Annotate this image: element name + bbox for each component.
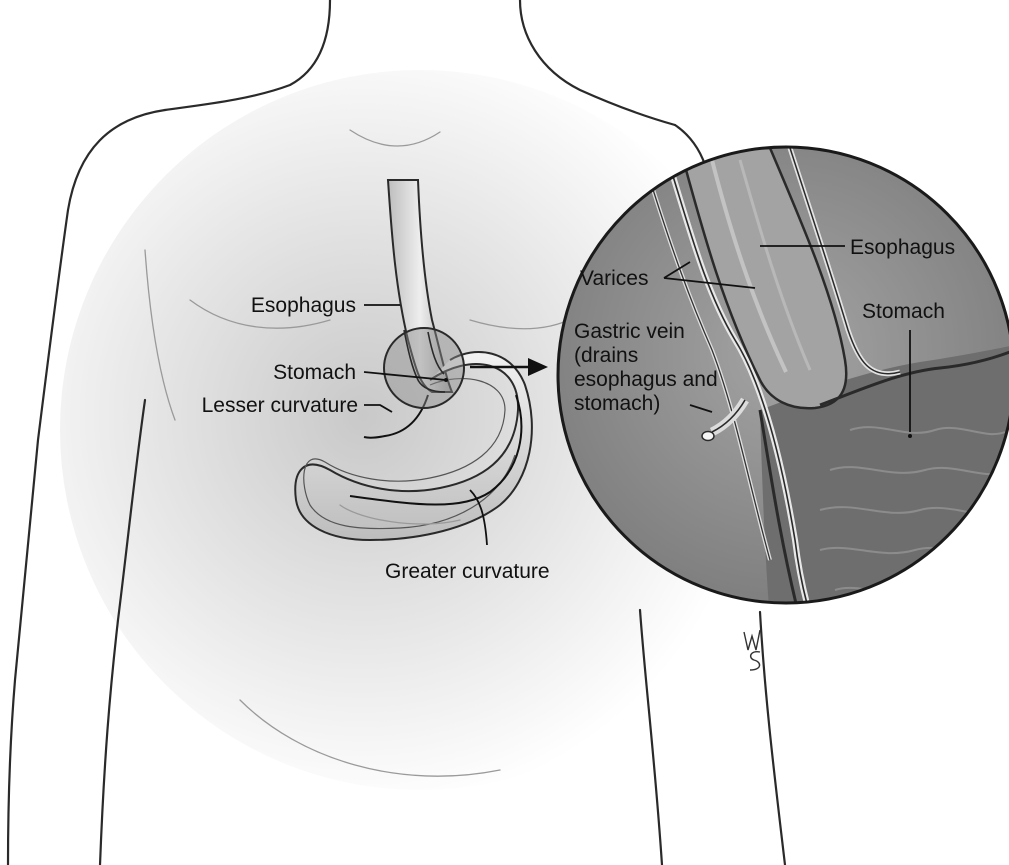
- lesser-curvature-label: Lesser curvature: [202, 394, 358, 417]
- gastric-vein-line-3: esophagus and: [574, 368, 718, 391]
- inset-esophagus-label: Esophagus: [850, 236, 955, 259]
- artist-signature: [744, 630, 760, 670]
- inset-varices-label: Varices: [580, 267, 648, 290]
- magnifier-circle: [384, 328, 464, 408]
- greater-curvature-label: Greater curvature: [385, 560, 550, 583]
- gastric-vein-line-2: (drains: [574, 344, 638, 367]
- stomach-label: Stomach: [273, 361, 356, 384]
- esophagus-label: Esophagus: [251, 294, 356, 317]
- inset-stomach-label: Stomach: [862, 300, 945, 323]
- gastric-vein-line-1: Gastric vein: [574, 320, 685, 343]
- gastric-vein-line-4: stomach): [574, 392, 660, 415]
